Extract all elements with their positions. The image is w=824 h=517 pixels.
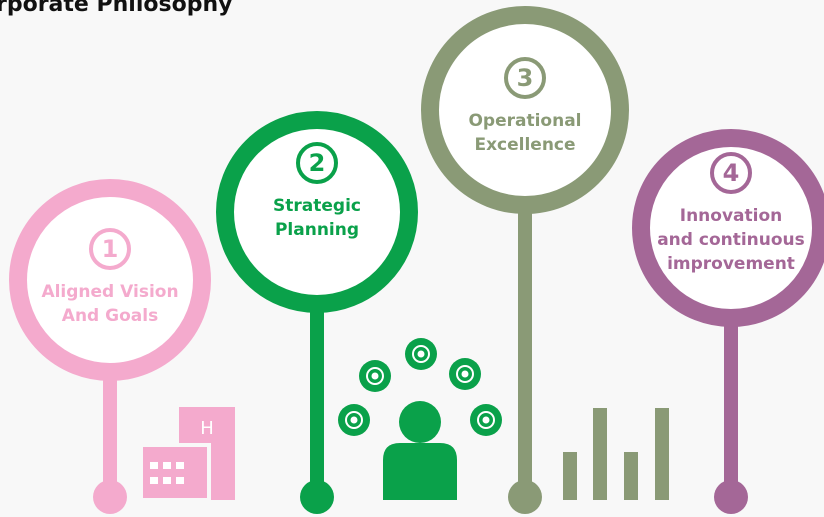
- svg-text:H: H: [200, 418, 214, 439]
- step-2-text-line1: Strategic: [273, 196, 361, 216]
- step-3-label: 3 Operational Excellence: [430, 57, 620, 157]
- step-4-number: 4: [710, 152, 752, 194]
- team-person-icon: [338, 338, 502, 500]
- step-3-marker: [421, 6, 629, 514]
- page-title: rporate Philosophy: [0, 0, 233, 17]
- step-1-number: 1: [89, 228, 131, 270]
- step-2-text-line2: Planning: [274, 220, 360, 240]
- step-4-text-line1: Innovation: [679, 206, 783, 226]
- step-1-marker: [9, 179, 211, 514]
- step-3-number: 3: [504, 57, 546, 99]
- step-1-text-line1: Aligned Vision: [41, 282, 179, 302]
- step-3-text-line2: Excellence: [474, 135, 576, 155]
- step-4-marker: [632, 129, 824, 514]
- step-4-text-line2: and continuous: [657, 230, 805, 250]
- step-1-text-line2: And Goals: [61, 306, 159, 326]
- step-4-label: 4 Innovation and continuous improvement: [641, 152, 821, 276]
- building-icon: H: [139, 407, 235, 502]
- step-3-text-line1: Operational: [468, 111, 582, 131]
- bar-chart-icon: [563, 408, 669, 500]
- step-1-label: 1 Aligned Vision And Goals: [20, 228, 200, 328]
- step-4-text-line3: improvement: [667, 254, 795, 274]
- step-2-label: 2 Strategic Planning: [227, 142, 407, 242]
- step-2-number: 2: [296, 142, 338, 184]
- step-2-marker: [216, 111, 418, 514]
- target-dot-icons: [338, 338, 502, 436]
